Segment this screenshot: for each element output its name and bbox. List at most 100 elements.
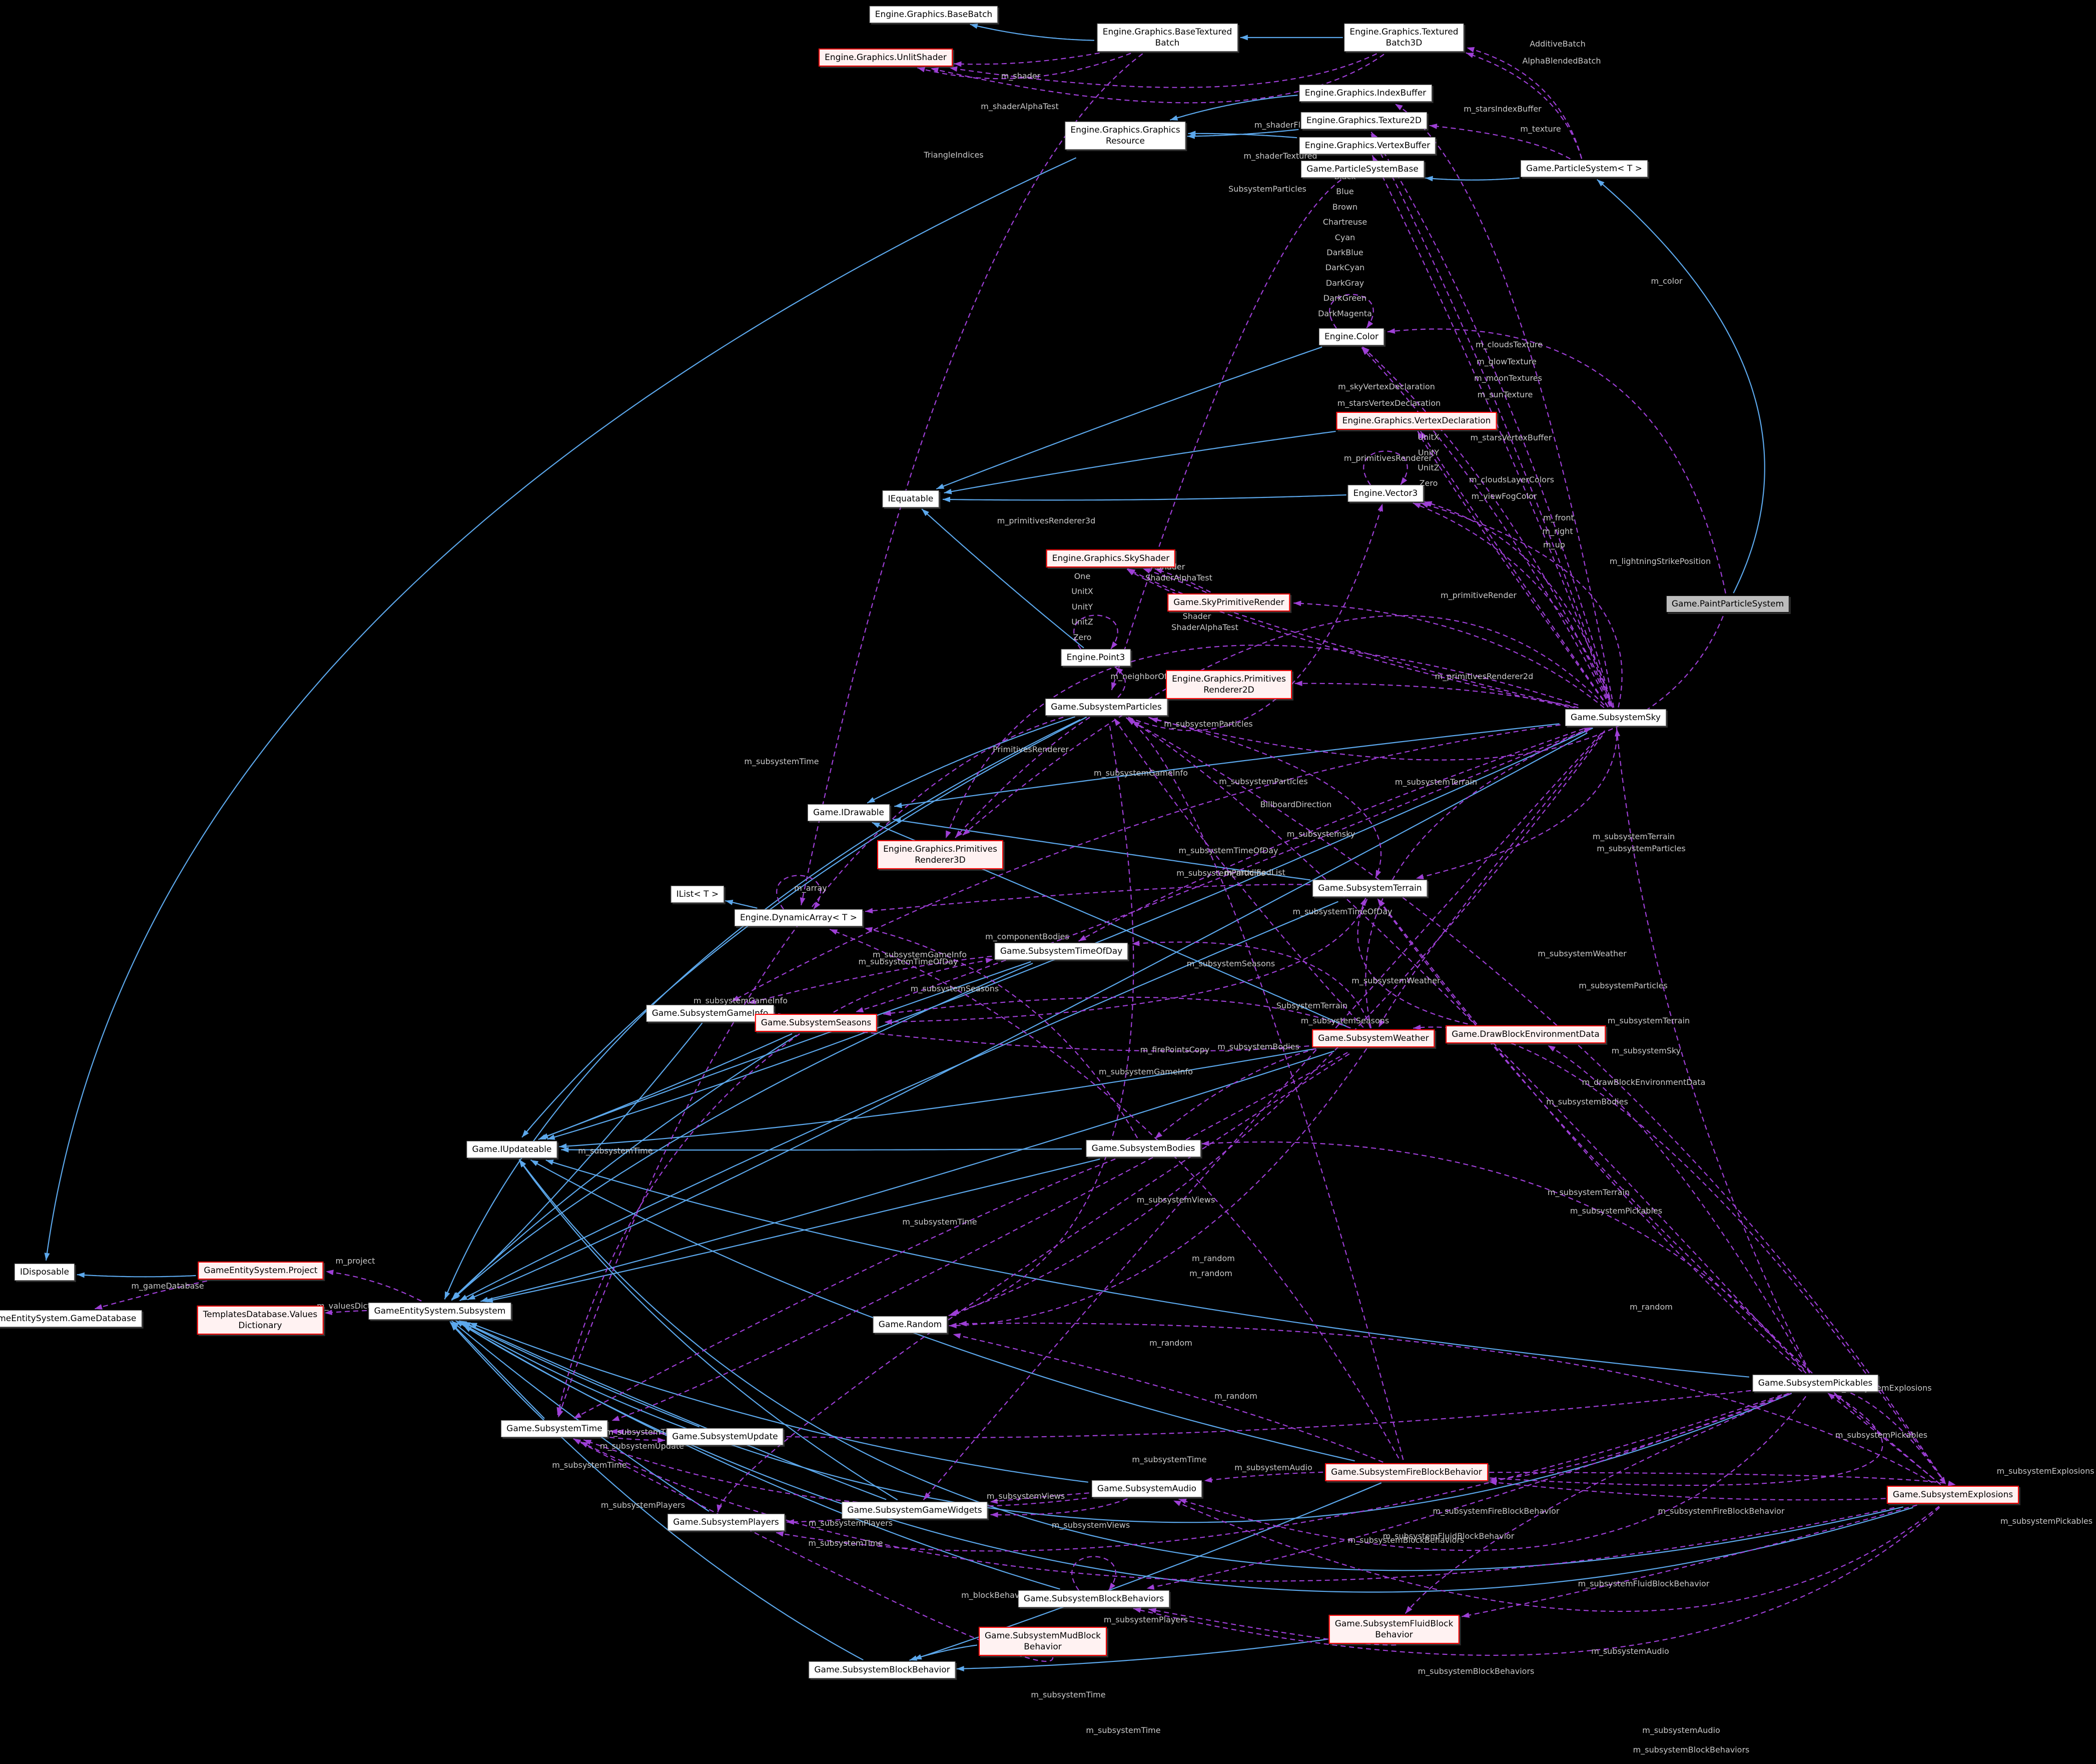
member-edge <box>1142 568 1207 593</box>
arrowhead <box>1188 131 1196 137</box>
edge-label: m_subsystemTime <box>808 1538 883 1548</box>
node-game-subsystemtimeofday[interactable]: Game.SubsystemTimeOfDay <box>994 942 1128 960</box>
arrowhead <box>1170 115 1178 121</box>
node-engine-graphics-vertexdeclaration[interactable]: Engine.Graphics.VertexDeclaration <box>1336 411 1497 430</box>
node-templatesdatabase-values-dictionary[interactable]: TemplatesDatabase.Values Dictionary <box>197 1305 324 1335</box>
arrowhead <box>1178 1498 1187 1504</box>
edge-label: m_firePointsCopy <box>1140 1044 1210 1054</box>
inheritance-edge <box>545 1159 1750 1378</box>
node-game-subsystemsky[interactable]: Game.SubsystemSky <box>1565 709 1666 727</box>
node-engine-vector3[interactable]: Engine.Vector3 <box>1347 484 1424 502</box>
inheritance-edge <box>1425 177 1520 181</box>
arrowhead <box>872 822 880 828</box>
member-edge <box>1127 718 1404 1460</box>
node-game-subsystemblockbehaviors[interactable]: Game.SubsystemBlockBehaviors <box>1018 1590 1170 1608</box>
node-idisposable[interactable]: IDisposable <box>14 1263 75 1281</box>
arrowhead <box>962 828 970 836</box>
node-game-subsystemplayers[interactable]: Game.SubsystemPlayers <box>667 1513 785 1531</box>
arrowhead <box>953 1333 961 1339</box>
node-gameentitysystem-project[interactable]: GameEntitySystem.Project <box>198 1261 324 1280</box>
edge-label: m_subsystemAudio <box>1591 1646 1669 1656</box>
arrowhead <box>948 1311 957 1316</box>
arrowhead <box>1146 1584 1155 1590</box>
edge-label: m_subsystemTerrain <box>1394 777 1478 787</box>
member-edge <box>1377 898 1803 1372</box>
node-engine-graphics-texture2d[interactable]: Engine.Graphics.Texture2D <box>1300 112 1428 130</box>
node-game-subsystemseasons[interactable]: Game.SubsystemSeasons <box>755 1013 878 1032</box>
edge-label: AdditiveBatch <box>1530 39 1586 49</box>
node-game-particlesystem-t[interactable]: Game.ParticleSystem< T > <box>1521 160 1648 178</box>
edge-label: m_subsystemSeasons <box>1186 958 1275 968</box>
node-ilist-t[interactable]: IList< T > <box>670 885 725 903</box>
node-iequatable[interactable]: IEquatable <box>882 490 939 508</box>
arrowhead <box>1173 1500 1182 1506</box>
member-edge <box>883 996 1351 1029</box>
node-game-drawblockenvironmentdata[interactable]: Game.DrawBlockEnvironmentData <box>1446 1025 1606 1044</box>
node-engine-graphics-indexbuffer[interactable]: Engine.Graphics.IndexBuffer <box>1299 84 1432 102</box>
node-engine-graphics-graphics-resource[interactable]: Engine.Graphics.Graphics Resource <box>1065 121 1186 150</box>
member-edge <box>1132 941 1371 1028</box>
inheritance-edge <box>561 1148 1082 1151</box>
node-engine-graphics-skyshader[interactable]: Engine.Graphics.SkyShader <box>1046 549 1176 568</box>
inheritance-edge <box>1188 133 1297 139</box>
edge-label: BillboardDirection <box>1260 799 1332 809</box>
node-game-paintparticlesystem[interactable]: Game.PaintParticleSystem <box>1666 595 1790 613</box>
edge-label: m_primitivesRenderer <box>1343 453 1433 463</box>
node-engine-graphics-primitives-renderer2d[interactable]: Engine.Graphics.Primitives Renderer2D <box>1166 670 1292 700</box>
edge-label: ShaderAlphaTest <box>1145 572 1212 582</box>
node-game-subsystempickables[interactable]: Game.SubsystemPickables <box>1752 1374 1878 1392</box>
node-engine-graphics-vertexbuffer[interactable]: Engine.Graphics.VertexBuffer <box>1299 137 1436 155</box>
node-engine-dynamicarray-t[interactable]: Engine.DynamicArray< T > <box>734 909 863 927</box>
arrowhead <box>1111 682 1117 690</box>
inheritance-edge <box>518 1159 898 1501</box>
inheritance-edge <box>921 508 1084 649</box>
arrowhead <box>946 830 951 839</box>
member-edge <box>1073 615 1118 650</box>
node-game-subsystemgameinfo[interactable]: Game.SubsystemGameInfo <box>646 1004 774 1022</box>
node-game-subsystemfluidblock-behavior[interactable]: Game.SubsystemFluidBlock Behavior <box>1328 1614 1460 1644</box>
node-engine-point3[interactable]: Engine.Point3 <box>1061 649 1131 667</box>
node-game-subsystemtime[interactable]: Game.SubsystemTime <box>501 1420 608 1438</box>
node-game-idrawable[interactable]: Game.IDrawable <box>808 804 890 822</box>
arrowhead <box>44 1253 50 1261</box>
member-edge <box>326 1271 422 1302</box>
node-engine-graphics-primitives-renderer3d[interactable]: Engine.Graphics.Primitives Renderer3D <box>877 840 1003 870</box>
node-game-subsystemfireblockbehavior[interactable]: Game.SubsystemFireBlockBehavior <box>1325 1463 1488 1482</box>
node-engine-graphics-basebatch[interactable]: Engine.Graphics.BaseBatch <box>869 6 998 24</box>
edge-label: m_subsystemTime <box>605 1427 680 1437</box>
arrowhead <box>1154 568 1163 574</box>
edge-label: m_random <box>1149 1338 1192 1348</box>
arrowhead <box>884 1019 892 1025</box>
node-game-subsystemmudblock-behavior[interactable]: Game.SubsystemMudBlock Behavior <box>978 1626 1107 1656</box>
member-edge <box>557 1033 800 1415</box>
inheritance-edge <box>449 1321 545 1419</box>
edge-label: m_subsystemFluidBlockBehavior <box>1382 1531 1515 1541</box>
node-game-subsystemgamewidgets[interactable]: Game.SubsystemGameWidgets <box>842 1501 988 1519</box>
node-gameentitysystem-gamedatabase[interactable]: GameEntitySystem.GameDatabase <box>0 1310 142 1328</box>
member-edge <box>787 1519 841 1523</box>
node-game-subsystemterrain[interactable]: Game.SubsystemTerrain <box>1312 879 1428 897</box>
inheritance-edge <box>956 1638 1328 1669</box>
member-edge <box>1489 1481 1886 1501</box>
node-game-subsystembodies[interactable]: Game.SubsystemBodies <box>1086 1139 1201 1157</box>
node-game-skyprimitiverender[interactable]: Game.SkyPrimitiveRender <box>1167 593 1290 612</box>
node-engine-graphics-textured-batch3d[interactable]: Engine.Graphics.Textured Batch3D <box>1344 23 1464 52</box>
node-game-subsystemaudio[interactable]: Game.SubsystemAudio <box>1091 1480 1202 1498</box>
node-engine-graphics-unlitshader[interactable]: Engine.Graphics.UnlitShader <box>819 48 953 67</box>
node-game-subsystemblockbehavior[interactable]: Game.SubsystemBlockBehavior <box>809 1661 956 1679</box>
node-game-subsystemupdate[interactable]: Game.SubsystemUpdate <box>666 1428 784 1446</box>
arrowhead <box>324 1310 333 1316</box>
node-game-subsystemparticles[interactable]: Game.SubsystemParticles <box>1045 698 1167 716</box>
node-game-subsystemweather[interactable]: Game.SubsystemWeather <box>1312 1029 1435 1048</box>
arrowhead <box>990 1512 998 1518</box>
node-game-subsystemexplosions[interactable]: Game.SubsystemExplosions <box>1886 1485 2019 1504</box>
inheritance-edge <box>45 157 1077 1261</box>
node-engine-graphics-basetextured-batch[interactable]: Engine.Graphics.BaseTextured Batch <box>1097 23 1238 52</box>
inheritance-edge <box>867 716 1076 804</box>
node-game-iupdateable[interactable]: Game.IUpdateable <box>466 1140 557 1158</box>
node-engine-color[interactable]: Engine.Color <box>1318 328 1384 346</box>
node-game-particlesystembase[interactable]: Game.ParticleSystemBase <box>1301 160 1424 178</box>
node-game-random[interactable]: Game.Random <box>873 1316 948 1334</box>
node-gameentitysystem-subsystem[interactable]: GameEntitySystem.Subsystem <box>368 1302 511 1320</box>
